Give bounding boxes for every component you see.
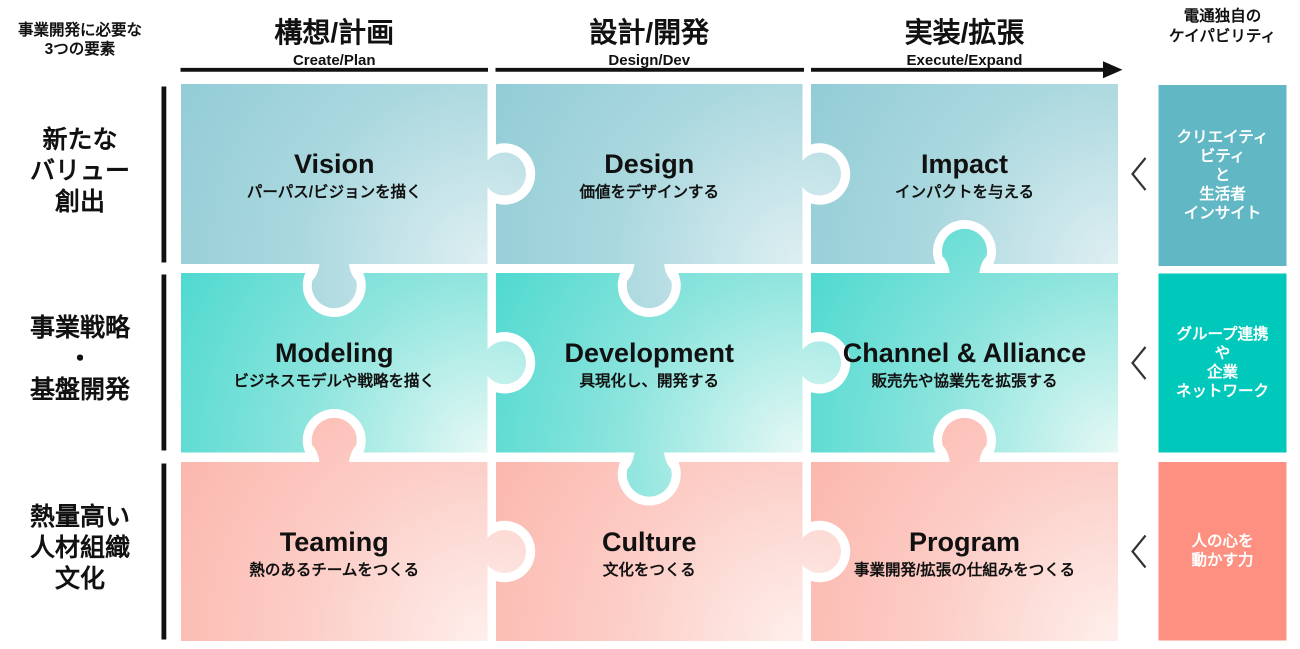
row-label-people-culture: 熱量高い 人材組織 文化 xyxy=(29,503,130,593)
tab-modeling-right xyxy=(483,341,526,385)
piece-modeling: Modeling ビジネスモデルや戦略を描く xyxy=(181,273,488,453)
piece-channel-alliance: Channel & Alliance 販売先や協業先を拡張する xyxy=(811,273,1118,453)
arrowhead-icon xyxy=(1103,61,1123,79)
puzzle-tabs xyxy=(311,152,987,573)
piece-design: Design 価値をデザインする xyxy=(496,84,803,264)
tab-vision-right xyxy=(483,152,526,196)
piece-subtitle: 文化をつくる xyxy=(602,561,696,579)
column-header-en: Design/Dev xyxy=(608,52,691,69)
tab-design-down xyxy=(626,262,672,309)
column-header-jp: 設計/開発 xyxy=(589,17,710,48)
piece-program: Program 事業開発/拡張の仕組みをつくる xyxy=(811,462,1118,641)
capability-box-2 xyxy=(1158,273,1287,453)
angle-bracket-icon xyxy=(1131,157,1147,191)
capability-bracket-icons xyxy=(1131,157,1147,569)
capability-boxes xyxy=(1158,85,1287,641)
tab-channel-alliance-up xyxy=(942,228,987,275)
column-header-en: Execute/Expand xyxy=(906,52,1023,69)
piece-title: Program xyxy=(908,526,1021,557)
left-axis-title: 事業開発に必要な 3つの要素 xyxy=(17,21,142,59)
tab-development-down xyxy=(626,450,672,497)
piece-subtitle: ビジネスモデルや戦略を描く xyxy=(233,372,435,390)
row-separator-bars xyxy=(161,86,167,640)
piece-title: Modeling xyxy=(275,337,394,368)
angle-bracket-icon xyxy=(1131,534,1147,569)
piece-title: Culture xyxy=(602,526,697,557)
tab-development-right xyxy=(798,341,841,385)
tab-teaming-right xyxy=(483,530,526,573)
piece-subtitle: 熱のあるチームをつくる xyxy=(249,561,420,579)
column-header-execute-expand: 実装/拡張 Execute/Expand xyxy=(811,17,1118,69)
tab-vision-down xyxy=(311,262,357,309)
piece-subtitle: 事業開発/拡張の仕組みをつくる xyxy=(854,561,1075,579)
capability-box-3 xyxy=(1158,462,1287,641)
column-header-design-dev: 設計/開発 Design/Dev xyxy=(496,17,803,69)
puzzle-piece-bodies xyxy=(181,84,1118,641)
column-header-en: Create/Plan xyxy=(292,52,376,69)
piece-title: Design xyxy=(604,149,695,179)
piece-subtitle: パーパス/ビジョンを描く xyxy=(246,184,422,201)
capability-text-1: クリエイティ ビティ と 生活者 インサイト xyxy=(1176,129,1269,222)
angle-bracket-icon xyxy=(1131,346,1147,380)
piece-subtitle: 販売先や協業先を拡張する xyxy=(871,372,1058,390)
piece-body-vision xyxy=(181,84,488,264)
tab-program-up xyxy=(942,417,987,464)
piece-body-teaming xyxy=(181,462,488,641)
piece-title: Teaming xyxy=(279,526,389,557)
piece-title: Channel & Alliance xyxy=(842,337,1087,368)
tab-design-right xyxy=(798,152,841,196)
piece-vision: Vision パーパス/ビジョンを描く xyxy=(181,84,488,264)
capability-text-3: 人の心を 動かす力 xyxy=(1191,533,1254,570)
capability-box-1 xyxy=(1158,85,1287,266)
piece-culture: Culture 文化をつくる xyxy=(496,462,803,641)
piece-impact: Impact インパクトを与える xyxy=(811,84,1118,264)
right-axis-title: 電通独自の ケイパビリティ xyxy=(1169,7,1276,46)
piece-title: Development xyxy=(564,337,735,368)
tab-teaming-up xyxy=(311,417,357,464)
piece-subtitle: 価値をデザインする xyxy=(579,184,719,201)
column-header-jp: 構想/計画 xyxy=(274,17,395,48)
piece-body-design xyxy=(496,84,803,264)
piece-title: Vision xyxy=(293,149,375,179)
row-label-new-value: 新たな バリュー 創出 xyxy=(29,125,130,216)
column-header-create-plan: 構想/計画 Create/Plan xyxy=(181,17,488,69)
piece-body-program xyxy=(811,462,1118,641)
piece-teaming: Teaming 熱のあるチームをつくる xyxy=(181,462,488,641)
piece-title: Impact xyxy=(920,149,1009,179)
column-header-jp: 実装/拡張 xyxy=(904,17,1025,48)
piece-development: Development 具現化し、開発する xyxy=(496,273,803,453)
row-label-strategy-foundation: 事業戦略 ・ 基盤開発 xyxy=(29,314,130,405)
capability-text-2: グループ連携 や 企業 ネットワーク xyxy=(1175,326,1269,400)
tab-culture-right xyxy=(798,530,841,573)
piece-subtitle: 具現化し、開発する xyxy=(579,372,719,390)
piece-subtitle: インパクトを与える xyxy=(894,184,1035,201)
